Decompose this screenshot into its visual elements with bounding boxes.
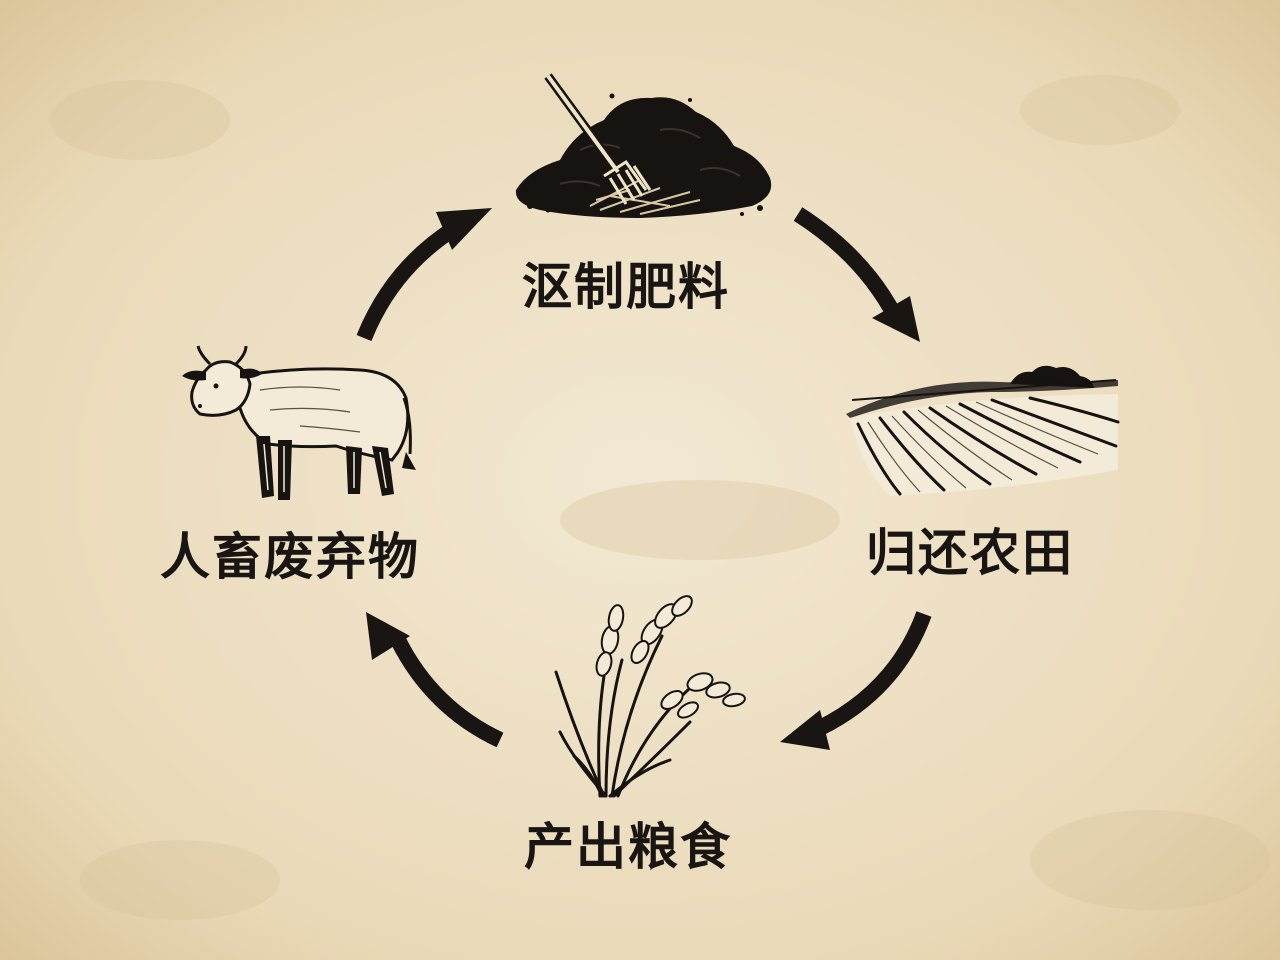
- arrow-compost-to-field: [793, 207, 920, 342]
- arrow-field-to-grain: [780, 611, 932, 750]
- cow-icon: [182, 345, 416, 500]
- compost-pile-with-pitchfork-icon: [515, 73, 772, 218]
- label-return-to-field: 归还农田: [866, 524, 1074, 582]
- arrow-grain-to-waste: [366, 612, 504, 748]
- rice-stalks-icon: [554, 595, 746, 798]
- label-compost: 沤制肥料: [522, 258, 730, 316]
- cycle-arrows: [356, 207, 932, 750]
- arrow-waste-to-compost: [356, 208, 492, 341]
- plowed-field-icon: [846, 365, 1120, 496]
- label-human-livestock-waste: 人畜废弃物: [160, 528, 420, 586]
- label-produce-grain: 产出粮食: [524, 818, 732, 876]
